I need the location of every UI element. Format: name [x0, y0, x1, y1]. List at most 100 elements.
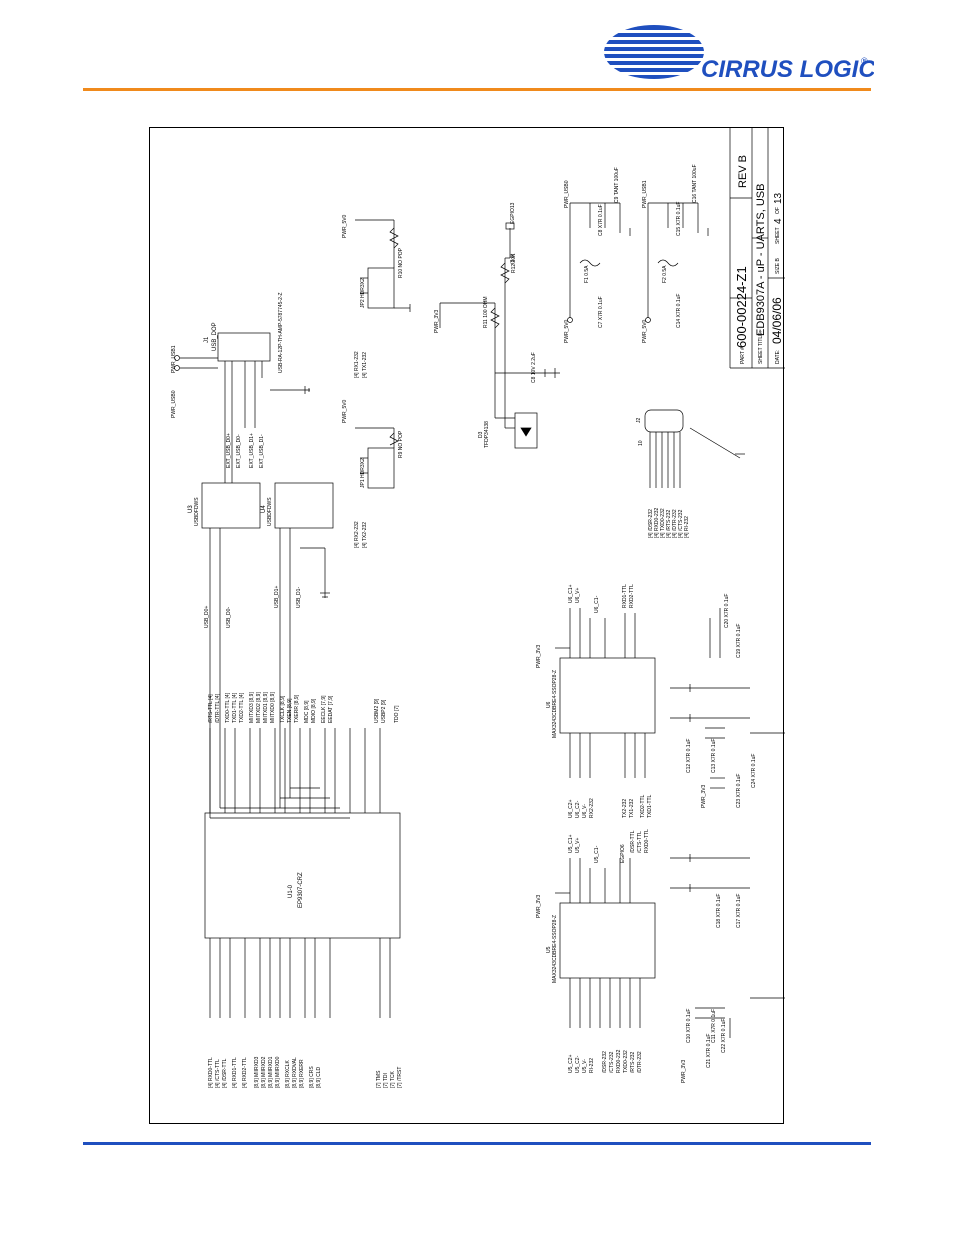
cpu-rpin-7: MIITXD1 [8,9] — [263, 692, 269, 723]
r11-label: R11 100 OHM — [483, 296, 489, 328]
jp-net-rx2: [4] RX2-232 — [354, 521, 360, 548]
usb-d1p: USB_D1+ — [274, 586, 280, 608]
f1: F1 0.5A — [584, 265, 590, 283]
u3-part: USBDFDWS — [194, 497, 200, 526]
svg-text:[8,9] CRS: [8,9] CRS — [309, 1066, 315, 1088]
j1-usb-connector — [217, 332, 271, 362]
db9-net-dsr: [4] /DSR-232 — [648, 509, 654, 538]
ext-usb-d0n-label: EXT_USB_D0- — [236, 434, 242, 468]
cpu-rpin-18: TDO [7] — [394, 705, 400, 723]
db9-net-dtr: [4] /DTR-232 — [672, 509, 678, 538]
svg-text:U5_C2+: U5_C2+ — [568, 1054, 574, 1073]
pwr-3v3-c23-text: PWR_3V3 — [701, 784, 707, 808]
ext-usb-d1p-label: EXT_USB_D1+ — [249, 433, 255, 468]
svg-text:[8,9] MIIRXD0: [8,9] MIIRXD0 — [275, 1056, 281, 1088]
svg-text:MIITXD0 [8,9]: MIITXD0 [8,9] — [270, 692, 276, 723]
pwr-5v0-f1-text: PWR_5V0 — [564, 319, 570, 343]
u4-buffer — [274, 482, 334, 529]
cap-c20: C20 X7R 0.1uF — [724, 594, 730, 628]
svg-text:[8,9] MIIRXD1: [8,9] MIIRXD1 — [268, 1056, 274, 1088]
pwr-usb1-label: PWR_USB1 — [171, 345, 177, 373]
svg-text:/DSR-232: /DSR-232 — [602, 1051, 608, 1073]
cpu-u1 — [204, 728, 401, 1018]
schematic-drawing: PART # 600-00224-Z1 REV B SHEET TITLE: E… — [171, 128, 790, 1088]
jp2-ref: JP2 HDR3X2 — [360, 278, 366, 308]
pwr-3v3-ir: PWR_3V3 — [434, 309, 440, 333]
db9-connector — [644, 409, 745, 488]
cpu-rpin-10: TXEN [8,9] — [287, 698, 293, 723]
cap-c13: C13 X7R 0.1uF — [711, 739, 717, 773]
svg-text:C10 X7R 0.1uF: C10 X7R 0.1uF — [686, 1009, 692, 1043]
u5-net-12: /CTS-232 — [609, 1051, 615, 1073]
j1-part-label: USB-RA-12P-TH-AMP-5787745-2-Z — [278, 292, 284, 373]
svg-text:[8,9] RXCLK: [8,9] RXCLK — [285, 1060, 291, 1088]
cap-c11: C11 X7R 0.1uF — [711, 1009, 717, 1043]
usb-section — [174, 332, 350, 819]
pwr-5v0-b: PWR_5V0 — [342, 399, 348, 423]
svg-text:U5_V+: U5_V+ — [575, 837, 581, 853]
cpu-lpin-13: [8,9] CLD — [316, 1066, 322, 1088]
u5-net-3: EGPIO6 — [620, 844, 626, 863]
cpu-part-label: EP9307-CRZ — [298, 872, 304, 908]
usb-d0n: USB_D0- — [226, 607, 232, 628]
cpu-rpin-1: /DTR-TTL [4] — [215, 693, 221, 723]
u5-max3243 — [559, 902, 656, 979]
db9-net-ri: [4] RI-232 — [684, 516, 690, 538]
cpu-rpin-15: EEDAT [7,9] — [328, 695, 334, 723]
u5-net-15: /RTS-232 — [630, 1051, 636, 1073]
u5-net-8: U5_C2- — [575, 1055, 581, 1073]
cpu-rpin-6: MIITXD2 [8,9] — [256, 692, 262, 723]
u4-labels: U4 USBDFDWS — [261, 497, 273, 526]
egpio13-net: (3.0) — [510, 253, 516, 264]
cpu-lpin-8: [8,9] MIIRXD0 — [275, 1056, 281, 1088]
d3-part: TFDP34138 — [484, 421, 490, 448]
svg-text:/RTS-TTL [4]: /RTS-TTL [4] — [208, 694, 214, 723]
u3-labels: U3 USBDFDWS — [188, 497, 200, 526]
capacitor-networks — [670, 684, 790, 999]
cpu-rpin-17: USBP2 [9] — [381, 699, 387, 723]
svg-text:[8,9] CLD: [8,9] CLD — [316, 1066, 322, 1088]
svg-text:TX1-232: TX1-232 — [629, 799, 635, 818]
svg-text:/DTR-TTL [4]: /DTR-TTL [4] — [215, 693, 221, 723]
svg-text:[7] TMS: [7] TMS — [376, 1070, 382, 1088]
u6-net-2: U6_C1- — [594, 595, 600, 613]
svg-text:/CTS-TTL: /CTS-TTL — [637, 831, 643, 853]
svg-text:TXD1-TTL [4]: TXD1-TTL [4] — [232, 692, 238, 723]
svg-text:TXD0-TTL [4]: TXD0-TTL [4] — [225, 692, 231, 723]
u5-net-5: /CTS-TTL — [637, 831, 643, 853]
svg-text:[4] /DSR-TTL: [4] /DSR-TTL — [222, 1058, 228, 1088]
svg-text:MIITXD1 [8,9]: MIITXD1 [8,9] — [263, 692, 269, 723]
pwr-5v0-f2: PWR_5V0 — [642, 319, 648, 343]
cpu-ref: U1-0 — [288, 884, 294, 898]
pwr-3v3-c23: PWR_3V3 — [701, 784, 707, 808]
cpu-rpin-13: MDIO [8,9] — [311, 698, 317, 723]
svg-text:U5_C1-: U5_C1- — [594, 845, 600, 863]
f2: F2 0.5A — [662, 265, 668, 283]
pwr-usb0: PWR_USB0 — [171, 390, 177, 418]
pwr-3v3-c21: PWR_3V3 — [681, 1059, 687, 1083]
net-ri-232: [4] RI-232 — [684, 516, 690, 538]
svg-text:C11 X7R 0.1uF: C11 X7R 0.1uF — [711, 1009, 717, 1043]
ir-transceiver — [439, 222, 560, 449]
cpu-lpin-4: [4] RXD2-TTL — [242, 1057, 248, 1088]
cpu-lpin-16: [7] TCK — [390, 1070, 396, 1088]
u6-net-10: TX1-232 — [629, 799, 635, 818]
transceiver-u5 — [555, 777, 731, 1038]
svg-text:C13 X7R 0.1uF: C13 X7R 0.1uF — [711, 739, 717, 773]
u6-net-7: U6_V- — [582, 804, 588, 818]
pwr-3v3-u5: PWR_3V3 — [536, 894, 542, 918]
jp-net-tx1: [4] TX1-232 — [362, 352, 368, 378]
net-tx2-232: [4] TX2-232 — [362, 522, 368, 548]
cpu-rpin-8: MIITXD0 [8,9] — [270, 692, 276, 723]
title-sheet-number: 4 — [773, 218, 784, 224]
pwr-usb0-top-text: PWR_USB0 — [564, 180, 570, 208]
svg-text:U6_C1+: U6_C1+ — [568, 584, 574, 603]
u6-net-12: TXD1-TTL — [647, 794, 653, 818]
usb-d0p: USB_D0+ — [204, 606, 210, 628]
logo-mark — [604, 25, 704, 79]
c8-2u2: C8 10V 2.2uF — [531, 352, 537, 383]
d3-labels: D3 TFDP34138 — [478, 421, 490, 448]
c7-label: C7 X7R 0.1uF — [598, 296, 604, 328]
c8-2u2-label: C8 10V 2.2uF — [531, 352, 537, 383]
j1-part: USB-RA-12P-TH-AMP-5787745-2-Z — [278, 292, 284, 373]
